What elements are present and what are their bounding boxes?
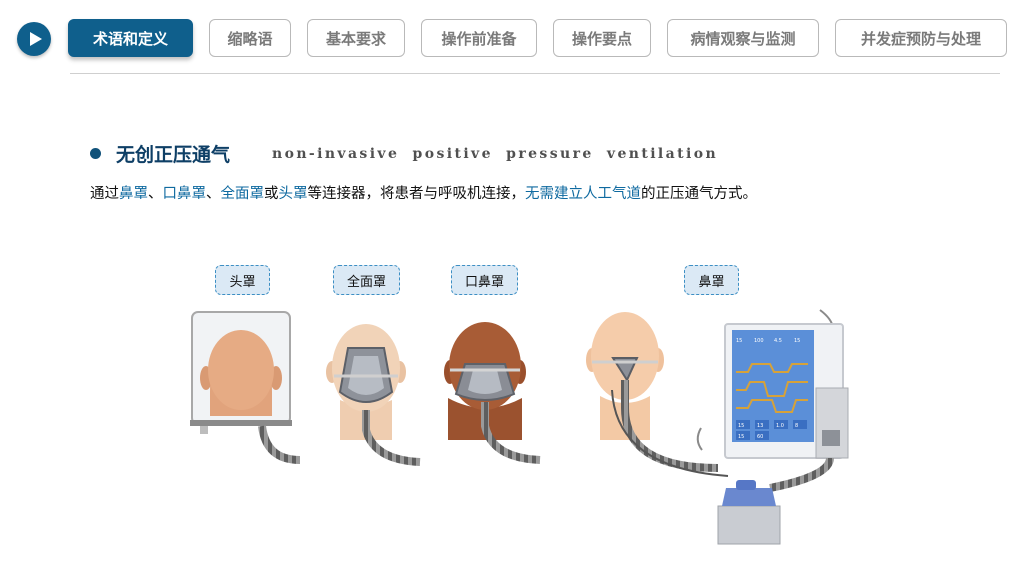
label-nasal-mask: 鼻罩 — [684, 265, 739, 295]
nasal-mask-figure — [586, 312, 729, 477]
tab-observation-monitoring[interactable]: 病情观察与监测 — [667, 19, 819, 57]
screen-bottom-value-4: 8 — [795, 423, 798, 429]
tab-terms-definitions[interactable]: 术语和定义 — [68, 19, 193, 57]
label-helmet: 头罩 — [215, 265, 270, 295]
screen-bottom-value-6: 60 — [757, 434, 763, 440]
tab-complications[interactable]: 并发症预防与处理 — [835, 19, 1007, 57]
tab-abbreviations[interactable]: 缩略语 — [209, 19, 291, 57]
term-title-zh: 无创正压通气 — [116, 144, 231, 166]
tab-basic-requirements[interactable]: 基本要求 — [307, 19, 405, 57]
term-definition: 通过鼻罩、口鼻罩、全面罩或头罩等连接器，将患者与呼吸机连接，无需建立人工气道的正… — [90, 186, 757, 202]
tab-preparation[interactable]: 操作前准备 — [421, 19, 537, 57]
screen-bottom-value-5: 15 — [738, 434, 744, 440]
ventilator-figure: 15 100 4.5 15 15 13 1.0 8 15 60 — [696, 309, 849, 545]
helmet-head-figure — [190, 311, 301, 464]
tab-key-points[interactable]: 操作要点 — [553, 19, 651, 57]
screen-bottom-value-3: 1.0 — [776, 423, 784, 429]
oronasal-mask-figure — [444, 322, 541, 464]
header-divider — [70, 73, 1000, 74]
screen-top-value-1: 15 — [736, 338, 742, 344]
full-face-mask-figure — [326, 324, 421, 466]
screen-top-value-2: 100 — [754, 338, 764, 344]
term-title-en: non-invasive positive pressure ventilati… — [272, 146, 719, 162]
label-oronasal-mask: 口鼻罩 — [451, 265, 518, 295]
play-icon[interactable] — [17, 22, 51, 56]
label-full-face-mask: 全面罩 — [333, 265, 400, 295]
screen-top-value-4: 15 — [794, 338, 800, 344]
screen-bottom-value-1: 15 — [738, 423, 744, 429]
ventilation-illustration: 15 100 4.5 15 15 13 1.0 8 15 60 — [190, 309, 849, 545]
screen-bottom-value-2: 13 — [757, 423, 763, 429]
bullet-icon — [90, 148, 101, 159]
screen-top-value-3: 4.5 — [774, 338, 782, 344]
